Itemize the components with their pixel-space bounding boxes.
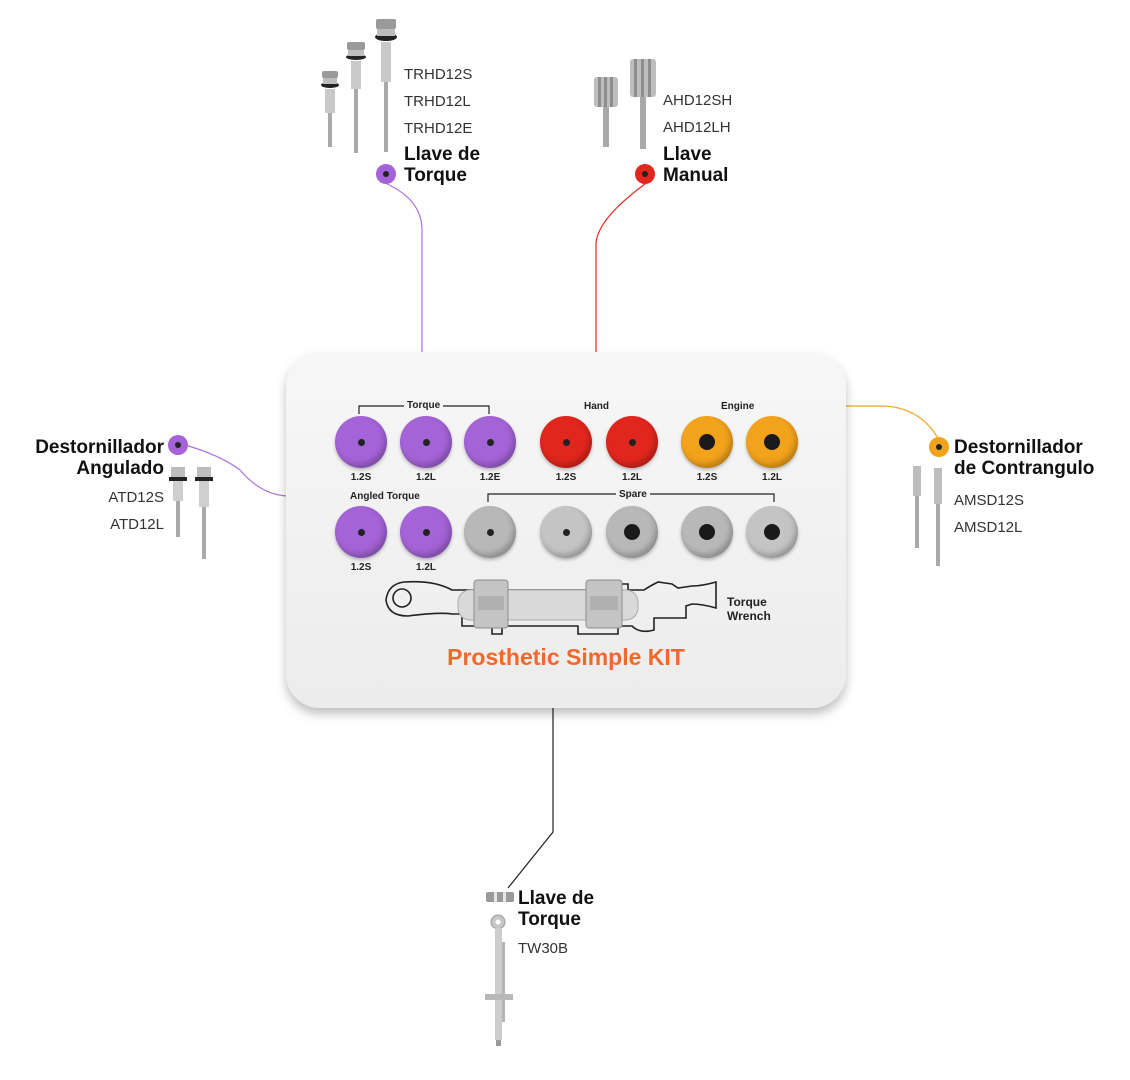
group-label-spare: Spare	[616, 489, 650, 500]
connector-engine	[764, 405, 940, 441]
row2-slot-3	[464, 506, 516, 558]
driver-hole	[486, 438, 494, 446]
row1-slot-label-1: 1.2S	[350, 472, 372, 483]
wrench-label-line-2: Wrench	[727, 609, 771, 623]
driver-hole	[628, 438, 636, 446]
code-tw30b: TW30B	[518, 940, 569, 957]
group-label-angled: Angled Torque	[350, 491, 420, 502]
contra-driver-codes: AMSD12S AMSD12L	[954, 487, 1024, 541]
driver-hole	[357, 438, 365, 446]
driver-hole	[624, 524, 640, 540]
row2-slot-2	[400, 506, 452, 558]
code-atd12s: ATD12S	[108, 489, 164, 506]
contra-driver-title: Destornillador de Contrangulo	[954, 437, 1094, 479]
torque-wrench-label: Torque Wrench	[727, 595, 771, 623]
wrench-codes: TW30B	[518, 935, 568, 962]
angled-driver-title: Destornillador Angulado	[34, 437, 164, 479]
title-line-1: Destornillador	[35, 437, 164, 458]
driver-hole	[486, 528, 494, 536]
code-ahd12sh: AHD12SH	[663, 92, 733, 109]
code-trhd12e: TRHD12E	[404, 120, 473, 137]
connector-angled	[184, 444, 344, 497]
hand-driver-dot	[635, 164, 655, 184]
driver-hole	[764, 434, 780, 450]
hand-driver-title: Llave Manual	[663, 144, 728, 186]
wrench-image	[485, 914, 513, 1046]
title-line-2: de Contrangulo	[954, 458, 1095, 479]
driver-hole	[699, 434, 715, 450]
row1-slot-label-4: 1.2S	[555, 472, 577, 483]
contra-driver-image	[913, 466, 942, 566]
title-line-1: Destornillador	[954, 437, 1083, 458]
row1-slot-6	[681, 416, 733, 468]
code-trhd12l: TRHD12L	[404, 93, 471, 110]
row2-slot-label-2: 1.2L	[415, 562, 436, 573]
hand-driver-image	[594, 59, 656, 149]
row1-slot-label-5: 1.2L	[621, 472, 642, 483]
title-line-1: Llave de	[404, 144, 481, 165]
row2-slot-5	[606, 506, 658, 558]
row1-slot-7	[746, 416, 798, 468]
connector-wrench	[507, 662, 554, 889]
torque-driver-image	[321, 19, 397, 153]
driver-hole	[699, 524, 715, 540]
title-line-2: Torque	[518, 909, 581, 930]
torque-wrench-outline	[385, 579, 717, 635]
driver-hole	[357, 528, 365, 536]
row1-slot-1	[335, 416, 387, 468]
angled-driver-dot	[168, 435, 188, 455]
title-line-1: Llave	[663, 144, 712, 165]
connector-torque	[386, 183, 423, 398]
row1-slot-2	[400, 416, 452, 468]
torque-driver-dot	[376, 164, 396, 184]
group-label-torque: Torque	[404, 400, 444, 411]
row2-slot-6	[681, 506, 733, 558]
wrench-title: Llave de Torque	[518, 888, 594, 930]
hand-driver-codes: AHD12SH AHD12LH	[663, 87, 732, 141]
kit-title: Prosthetic Simple KIT	[447, 644, 685, 670]
title-line-2: Torque	[404, 165, 467, 186]
connector-hand	[595, 183, 646, 398]
code-trhd12s: TRHD12S	[404, 66, 473, 83]
row1-slot-label-7: 1.2L	[761, 472, 782, 483]
code-atd12l: ATD12L	[110, 516, 164, 533]
angled-driver-image	[169, 467, 213, 559]
code-amsd12l: AMSD12L	[954, 519, 1023, 536]
kit-tray: Torque Hand Engine Angled Torque Spare 1…	[286, 352, 846, 708]
group-label-engine: Engine	[721, 401, 755, 412]
row1-slot-3	[464, 416, 516, 468]
title-line-2: Angulado	[76, 458, 164, 479]
row1-slot-label-6: 1.2S	[696, 472, 718, 483]
contra-driver-dot	[929, 437, 949, 457]
row2-slot-7	[746, 506, 798, 558]
driver-hole	[562, 438, 570, 446]
group-label-hand: Hand	[584, 401, 609, 412]
row1-slot-label-3: 1.2E	[479, 472, 501, 483]
wrench-icon	[486, 892, 514, 902]
torque-driver-codes: TRHD12S TRHD12L TRHD12E	[404, 61, 472, 142]
row2-slot-4	[540, 506, 592, 558]
angled-driver-codes: ATD12S ATD12L	[100, 484, 164, 538]
torque-driver-title: Llave de Torque	[404, 144, 480, 186]
row1-slot-5	[606, 416, 658, 468]
driver-hole	[764, 524, 780, 540]
title-line-1: Llave de	[518, 888, 595, 909]
code-amsd12s: AMSD12S	[954, 492, 1025, 509]
row2-slot-1	[335, 506, 387, 558]
driver-hole	[562, 528, 570, 536]
code-ahd12lh: AHD12LH	[663, 119, 731, 136]
row1-slot-4	[540, 416, 592, 468]
driver-hole	[422, 438, 430, 446]
wrench-label-line-1: Torque	[727, 595, 767, 609]
row2-slot-label-1: 1.2S	[350, 562, 372, 573]
row1-slot-label-2: 1.2L	[415, 472, 436, 483]
title-line-2: Manual	[663, 165, 729, 186]
driver-hole	[422, 528, 430, 536]
